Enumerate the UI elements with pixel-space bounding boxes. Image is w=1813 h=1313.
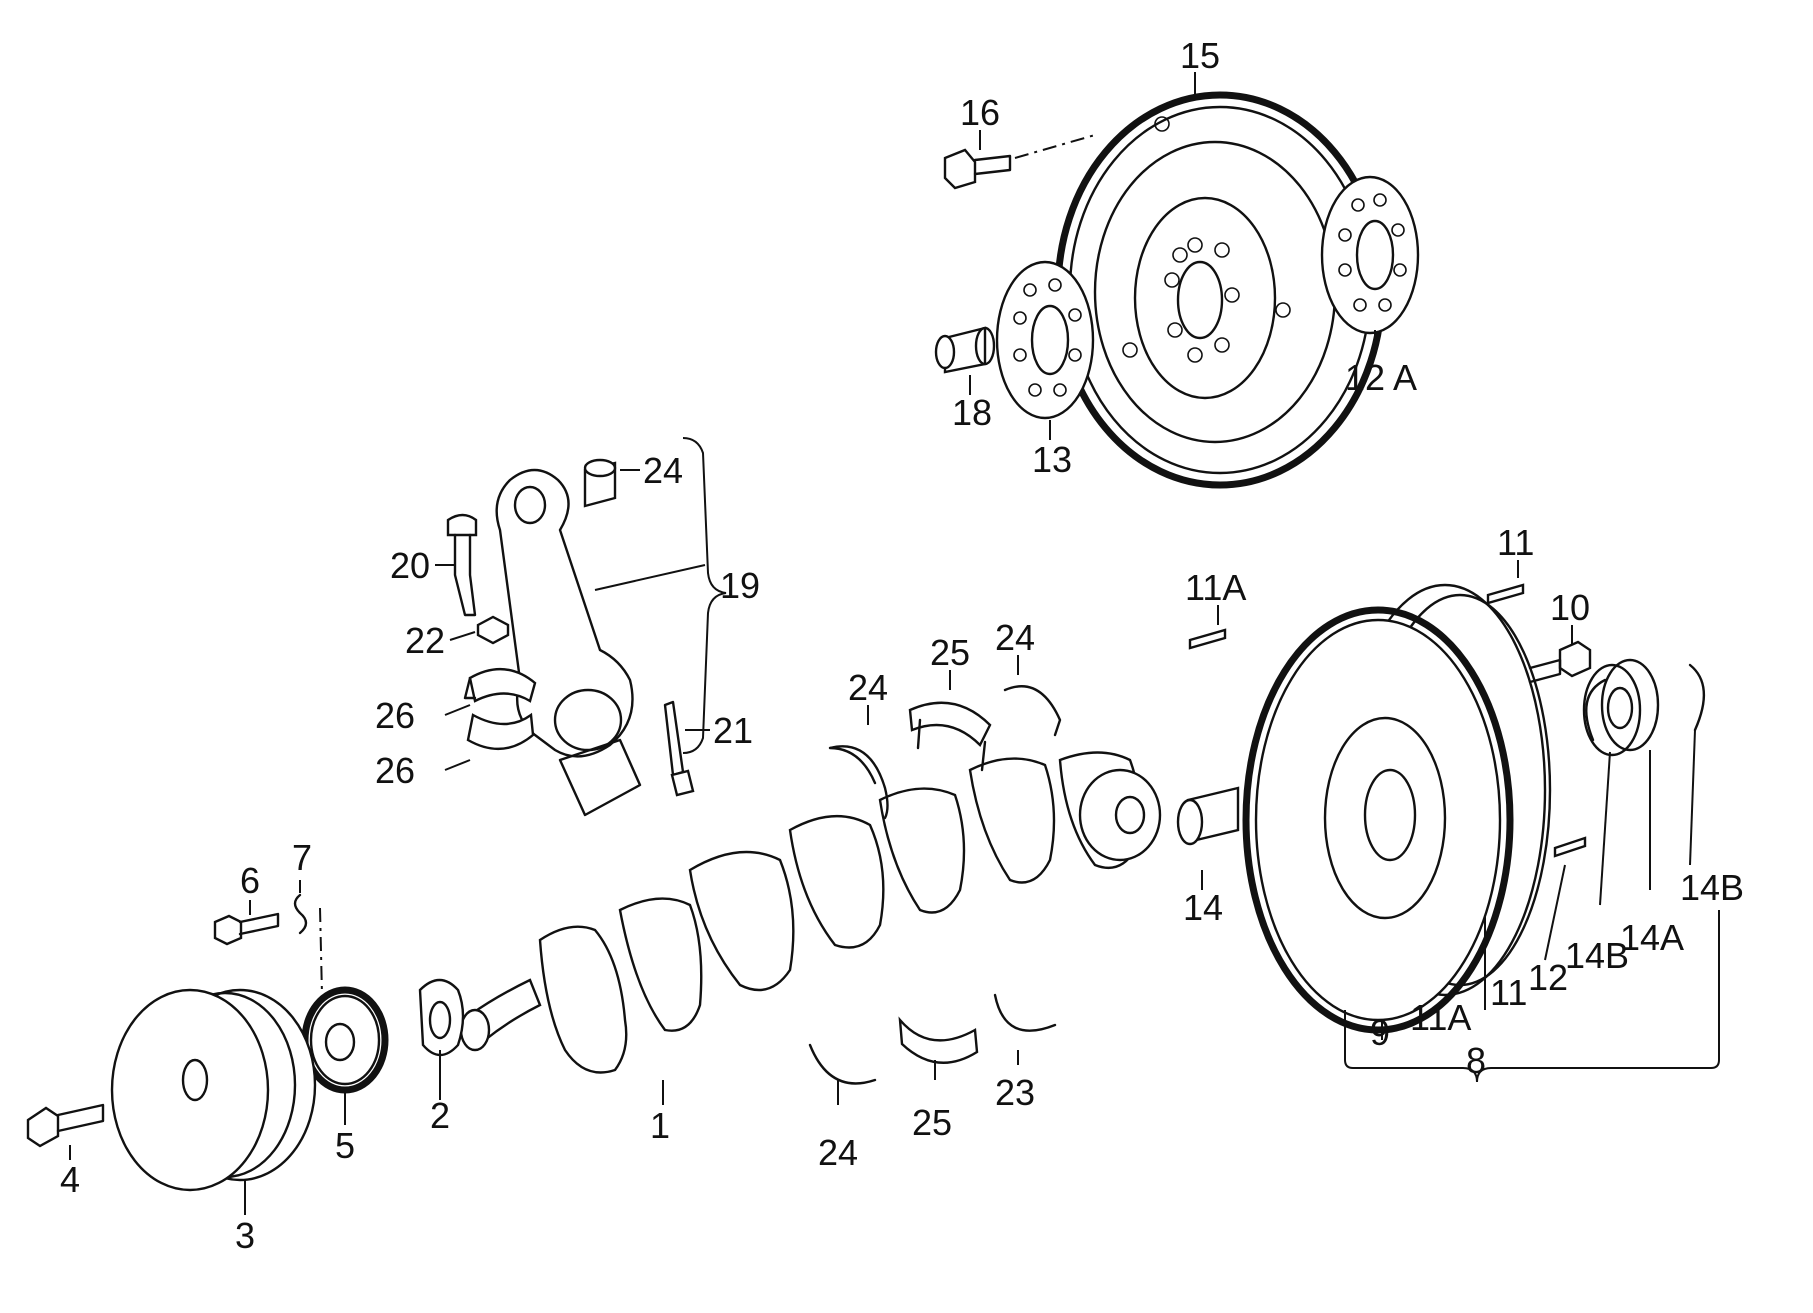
callout-25-bottom: 25 xyxy=(912,1102,952,1143)
part-circlip-14b-right xyxy=(1688,663,1706,732)
callout-5: 5 xyxy=(335,1125,355,1166)
part-needle-bearing-14 xyxy=(1176,786,1240,846)
part-bearing-25-upper xyxy=(908,701,992,772)
part-bearing-24-lower-left xyxy=(808,1043,877,1085)
part-thrust-washer-2 xyxy=(418,978,465,1057)
callout-26-lower: 26 xyxy=(375,750,415,791)
part-clip-7 xyxy=(293,893,323,996)
part-crankshaft xyxy=(459,751,1162,1074)
part-circlip-14b-left xyxy=(1585,678,1607,742)
part-plate-13 xyxy=(995,260,1095,420)
part-connecting-rod xyxy=(495,468,642,817)
callout-24-bottom-right: 23 xyxy=(995,1072,1035,1113)
callout-7: 7 xyxy=(292,837,312,878)
part-bearing-25-lower xyxy=(898,1016,979,1064)
part-bearing-24-lower-right xyxy=(993,993,1057,1032)
callout-24-top-right: 24 xyxy=(995,617,1035,658)
callout-19: 19 xyxy=(720,565,760,606)
leader-lines xyxy=(69,72,1696,1215)
callout-11-top: 11 xyxy=(1497,522,1534,563)
part-bearing-shell-26-lower xyxy=(466,712,535,751)
part-bearing-shell-26-upper xyxy=(463,667,537,703)
callout-6: 6 xyxy=(240,860,260,901)
part-flywheel xyxy=(1054,91,1386,489)
callout-14b-left: 14B xyxy=(1565,935,1629,976)
bracket-19 xyxy=(682,437,727,754)
part-pin-11a xyxy=(1188,628,1227,650)
callout-labels: 15 16 12 A 13 18 24 20 19 22 26 26 21 24… xyxy=(60,35,1744,1256)
callout-24-bottom-left: 24 xyxy=(818,1132,858,1173)
part-bushing-23 xyxy=(583,458,617,508)
callout-24-top-left: 24 xyxy=(848,667,888,708)
part-bearing-24-upper-right xyxy=(1003,685,1062,737)
callout-11-bottom: 11 xyxy=(1490,972,1527,1013)
part-pulley-3 xyxy=(110,988,317,1192)
callout-2: 2 xyxy=(430,1095,450,1136)
callout-18: 18 xyxy=(952,392,992,433)
callout-22: 22 xyxy=(405,620,445,661)
callout-14a: 14A xyxy=(1620,917,1684,958)
part-bolt-6 xyxy=(213,912,280,946)
callout-10: 10 xyxy=(1550,587,1590,628)
part-sprocket-5 xyxy=(301,986,389,1094)
callout-23: 24 xyxy=(643,450,683,491)
part-bolt-21 xyxy=(663,700,695,797)
callout-25-top: 25 xyxy=(930,632,970,673)
callout-20: 20 xyxy=(390,545,430,586)
callout-12: 12 xyxy=(1528,957,1568,998)
callout-13: 13 xyxy=(1032,439,1072,480)
callout-1: 1 xyxy=(650,1105,670,1146)
callout-11a-bottom: 11A xyxy=(1410,997,1471,1038)
callout-12a: 12 A xyxy=(1345,357,1417,398)
part-dual-mass-flywheel xyxy=(1242,583,1552,1034)
callout-8: 8 xyxy=(1466,1040,1486,1081)
callout-9: 9 xyxy=(1370,1012,1390,1053)
callout-15: 15 xyxy=(1180,35,1220,76)
callout-26-upper: 26 xyxy=(375,695,415,736)
part-pin-12 xyxy=(1553,836,1587,858)
callout-21: 21 xyxy=(713,710,753,751)
callout-16: 16 xyxy=(960,92,1000,133)
part-bolt-16 xyxy=(943,134,1096,190)
part-plate-12a xyxy=(1320,175,1420,335)
callout-3: 3 xyxy=(235,1215,255,1256)
part-nut-22 xyxy=(476,615,510,645)
bracket-8 xyxy=(1344,910,1720,1083)
part-bolt-20 xyxy=(446,513,478,617)
callout-14: 14 xyxy=(1183,887,1223,928)
part-bearing-14a xyxy=(1582,658,1660,757)
callout-11a-top: 11A xyxy=(1185,567,1246,608)
part-bolt-10 xyxy=(1528,640,1592,684)
callout-14b-right: 14B xyxy=(1680,867,1744,908)
part-bushing-18 xyxy=(934,326,996,374)
part-pin-11 xyxy=(1486,583,1525,605)
part-bolt-4 xyxy=(26,1103,105,1148)
part-bearing-24-upper-left xyxy=(828,745,889,820)
callout-4: 4 xyxy=(60,1159,80,1200)
